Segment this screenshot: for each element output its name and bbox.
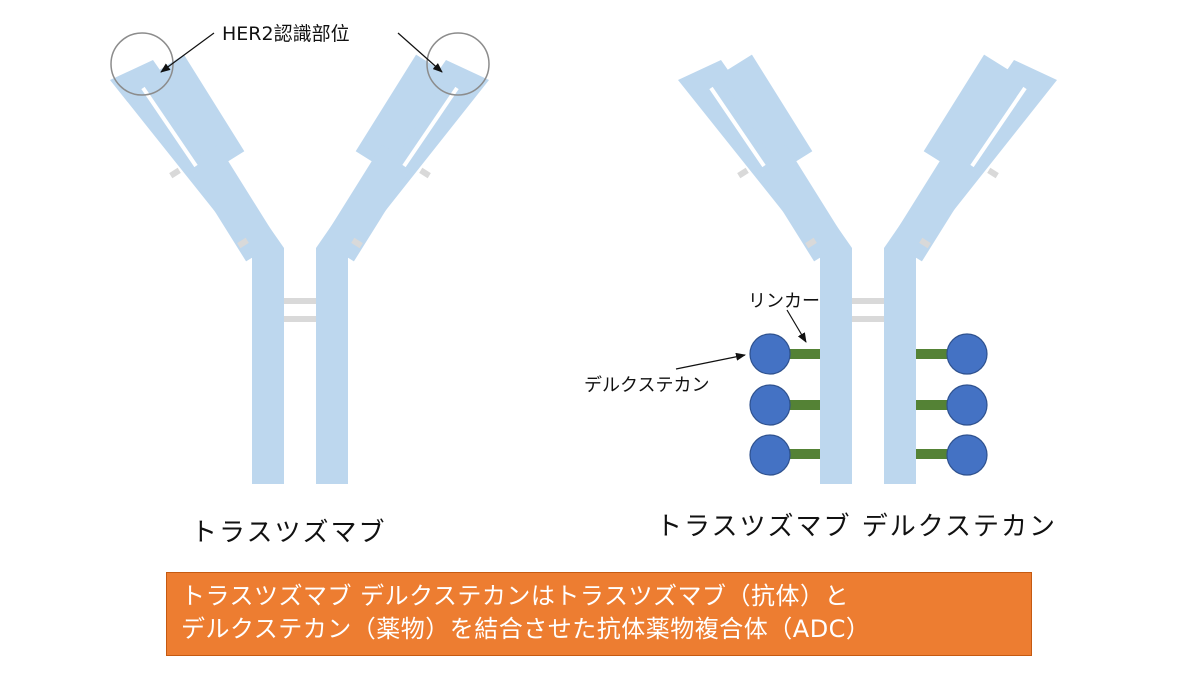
light-chain-right-lower — [321, 144, 415, 262]
her2-site-label: HER2認識部位 — [222, 23, 350, 45]
right-antibody-title: トラスツズマブ デルクステカン — [656, 512, 1057, 542]
drug-payload — [749, 434, 791, 476]
light-chain-left-upper — [151, 54, 245, 172]
linker — [916, 449, 950, 459]
her2-arrow-right — [397, 32, 443, 73]
drug-payload — [946, 384, 988, 426]
light-chain-right-upper — [923, 54, 1017, 172]
caption-line-1: トラスツズマブ デルクステカンはトラスツズマブ（抗体）と — [181, 582, 849, 610]
hinge-bond-lower — [284, 316, 316, 322]
light-chain-right-upper — [355, 54, 449, 172]
linker — [788, 400, 820, 410]
light-chain-left-lower — [753, 144, 847, 262]
drug-payload — [946, 434, 988, 476]
linker — [788, 449, 820, 459]
hinge-bond-lower — [852, 316, 884, 322]
hinge-bond-upper — [284, 298, 316, 304]
her2-arrow-left — [160, 32, 215, 73]
hinge-bond-upper — [852, 298, 884, 304]
drug-payload — [946, 333, 988, 375]
caption-box: トラスツズマブ デルクステカンはトラスツズマブ（抗体）と デルクステカン（薬物）… — [166, 572, 1032, 656]
left-antibody-title: トラスツズマブ — [191, 518, 386, 548]
linker — [916, 400, 950, 410]
light-chain-left-lower — [185, 144, 279, 262]
linker-arrow — [786, 309, 807, 343]
light-chain-left-upper — [719, 54, 813, 172]
caption-line-2: デルクステカン（薬物）を結合させた抗体薬物複合体（ADC） — [181, 615, 871, 643]
deruxtecan-arrow — [675, 352, 746, 370]
trastuzumab-deruxtecan-antibody: リンカー デルクステカン — [584, 54, 1057, 484]
light-chain-right-lower — [889, 144, 983, 262]
linker-label: リンカー — [748, 291, 820, 312]
her2-site-circle-left — [110, 32, 174, 96]
linker — [788, 349, 820, 359]
trastuzumab-antibody: HER2認識部位 — [110, 23, 490, 484]
linker — [916, 349, 950, 359]
drug-payload — [749, 333, 791, 375]
deruxtecan-label: デルクステカン — [584, 375, 709, 396]
her2-site-circle-right — [426, 32, 490, 96]
drug-payload — [749, 384, 791, 426]
